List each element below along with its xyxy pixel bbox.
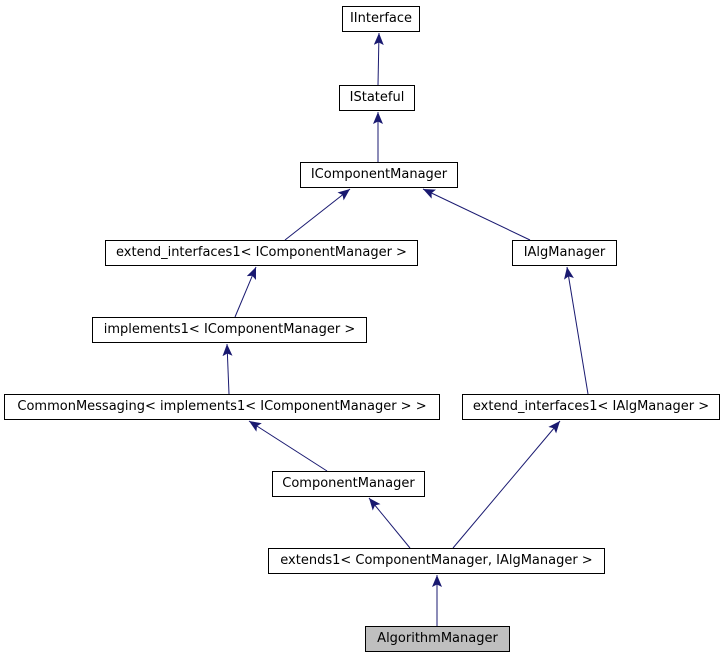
edge-extends1-to-componentmanager [368, 497, 411, 549]
class-node-iinterface[interactable]: IInterface [342, 6, 420, 32]
class-node-extends1[interactable]: extends1< ComponentManager, IAlgManager … [268, 548, 605, 574]
class-node-istateful[interactable]: IStateful [339, 85, 415, 111]
class-node-commonmessaging[interactable]: CommonMessaging< implements1< IComponent… [4, 394, 440, 420]
edge-extendinterfaces1ialg-to-ialgmanager [564, 266, 589, 395]
edge-commonmessaging-to-implements1 [222, 343, 233, 395]
class-node-algorithmmanager-current: AlgorithmManager [365, 626, 510, 652]
class-node-icomponentmanager[interactable]: IComponentManager [300, 162, 458, 188]
edge-extendinterfaces1icm-to-icomponentmanager [284, 188, 351, 241]
edge-ialgmanager-to-icomponentmanager [422, 188, 531, 241]
class-node-extend-interfaces1-icomponentmanager[interactable]: extend_interfaces1< IComponentManager > [105, 240, 418, 266]
class-node-componentmanager[interactable]: ComponentManager [272, 471, 425, 497]
class-node-implements1-icomponentmanager[interactable]: implements1< IComponentManager > [92, 317, 367, 343]
class-node-extend-interfaces1-ialgmanager[interactable]: extend_interfaces1< IAlgManager > [462, 394, 720, 420]
edge-componentmanager-to-commonmessaging [248, 420, 328, 472]
class-node-ialgmanager[interactable]: IAlgManager [512, 240, 617, 266]
edge-extends1-to-extendinterfaces1ialg [452, 420, 561, 549]
edge-istateful-to-iinterface [373, 32, 384, 86]
edge-implements1-to-extendinterfaces1icm [234, 266, 257, 318]
